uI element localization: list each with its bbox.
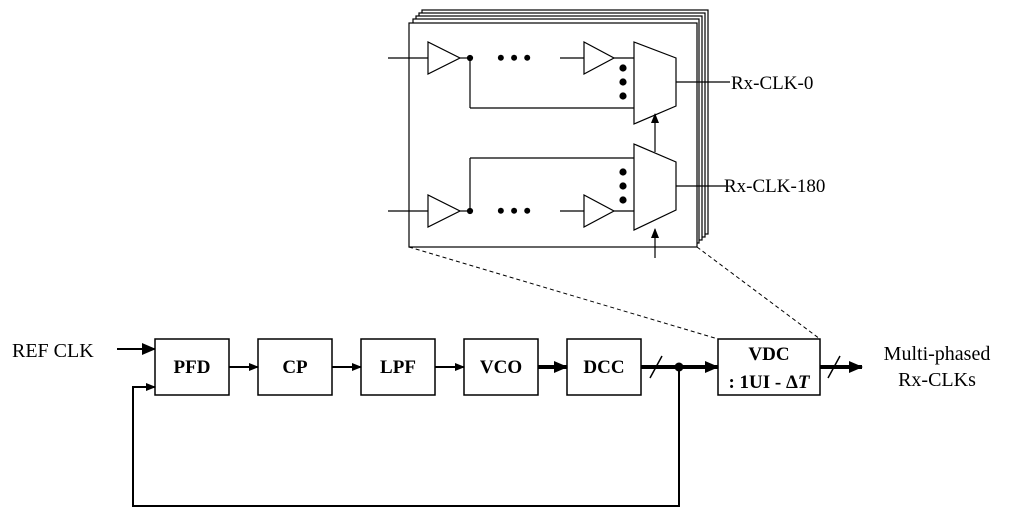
ref-clk-label: REF CLK bbox=[12, 340, 94, 362]
buffer-icon bbox=[583, 41, 616, 75]
output-label-line1: Multi-phased bbox=[884, 343, 991, 365]
output-label-line2: Rx-CLKs bbox=[898, 369, 976, 391]
rx-clk-180-label: Rx-CLK-180 bbox=[724, 176, 825, 197]
ellipsis-row-1: • • • bbox=[497, 198, 531, 223]
delay-line-row-1 bbox=[388, 157, 636, 228]
lpf-block bbox=[360, 338, 436, 396]
dcc-label: DCC bbox=[583, 357, 624, 378]
mux-icon bbox=[633, 41, 677, 125]
feedback-loop bbox=[132, 367, 680, 507]
vdc-sublabel-prefix: : 1UI - Δ bbox=[728, 372, 798, 393]
cp-label: CP bbox=[282, 357, 308, 378]
vdc-label: VDC bbox=[748, 344, 789, 365]
bus-slash bbox=[649, 355, 663, 379]
rx-clk-0-label: Rx-CLK-0 bbox=[731, 73, 813, 94]
vdc-sublabel-italic: T bbox=[798, 372, 811, 393]
pfd-label: PFD bbox=[174, 357, 211, 378]
dcc-block bbox=[566, 338, 642, 396]
vdc-sublabel: : 1UI - ΔT bbox=[728, 372, 810, 393]
buffer-icon bbox=[427, 41, 462, 75]
delay-line-row-0 bbox=[388, 41, 636, 109]
buffer-icon bbox=[583, 194, 616, 228]
pfd-block bbox=[154, 338, 230, 396]
mux-icon bbox=[633, 143, 677, 231]
ellipsis-row-0: • • • bbox=[497, 45, 531, 70]
vco-label: VCO bbox=[480, 357, 522, 378]
zoom-lines bbox=[408, 246, 821, 340]
mux-180 bbox=[619, 143, 726, 231]
vdc-block bbox=[717, 338, 821, 396]
output-bus-slash bbox=[827, 355, 841, 379]
lpf-label: LPF bbox=[380, 357, 416, 378]
mux-0 bbox=[619, 41, 730, 125]
buffer-icon bbox=[427, 194, 462, 228]
